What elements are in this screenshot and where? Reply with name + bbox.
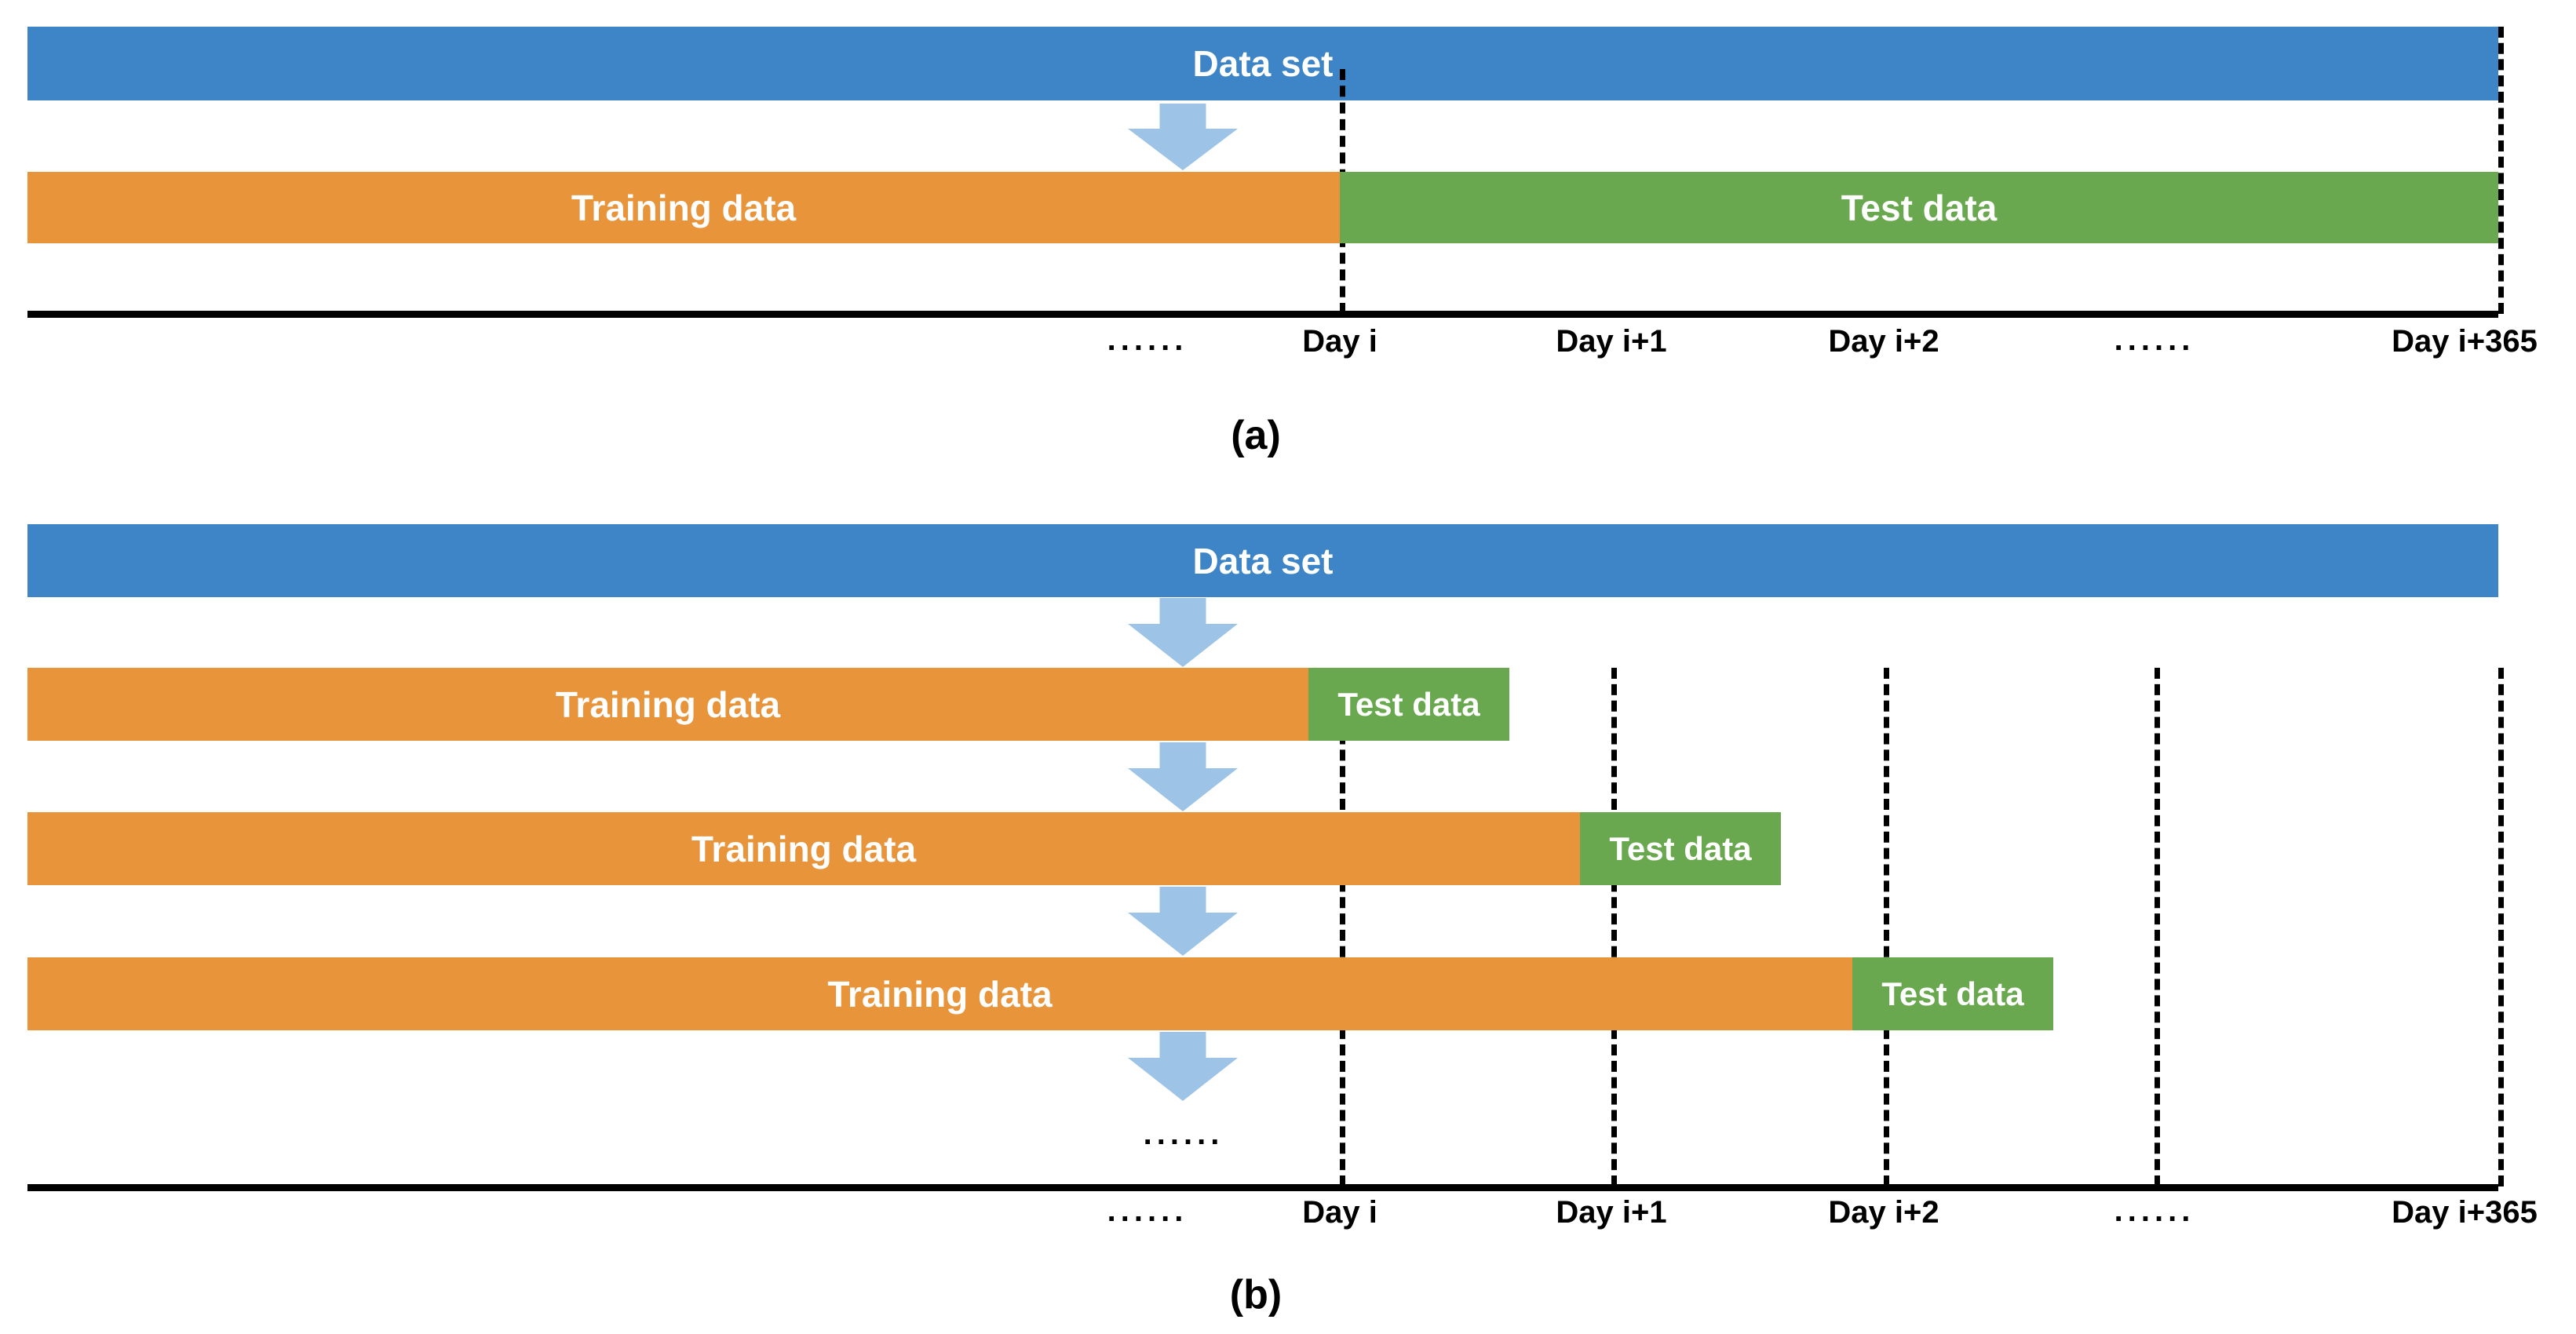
training-data-bar: Training data [27,957,1852,1030]
test-data-bar: Test data [1852,957,2053,1030]
axis-ellipsis: ...... [1107,323,1188,357]
axis-tick-label: Day i+2 [1828,324,1939,359]
axis-tick-label: Day i+2 [1828,1195,1939,1230]
training-data-bar-label: Training data [571,187,797,228]
timeline-divider [2498,27,2504,314]
training-data-bar-label: Training data [827,973,1053,1015]
down-arrow-icon [1128,887,1238,956]
test-data-bar: Test data [1308,668,1509,741]
test-data-bar: Test data [1580,812,1781,885]
test-data-bar-label: Test data [1609,829,1752,867]
axis-tick-label: Day i [1302,324,1377,359]
dataset-bar: Data set [27,524,2498,597]
timeline-axis [27,1184,2498,1191]
down-arrow-icon [1128,598,1238,667]
training-data-bar: Training data [27,812,1580,885]
axis-ellipsis: ...... [2114,1194,2195,1228]
timeline-axis [27,311,2498,318]
sequence-ellipsis: ...... [1143,1117,1224,1151]
training-data-bar: Training data [27,668,1308,741]
axis-tick-label: Day i [1302,1195,1377,1230]
dataset-bar-label: Data set [1192,540,1334,581]
axis-tick-label: Day i+1 [1556,324,1667,359]
dataset-bar-label: Data set [1192,43,1334,84]
axis-ellipsis: ...... [1107,1194,1188,1228]
test-data-bar: Test data [1340,172,2498,243]
panel-caption: (a) [1231,413,1281,458]
timeline-divider [1611,668,1617,1186]
test-data-bar-label: Test data [1841,187,1998,228]
panel-caption: (b) [1229,1272,1283,1318]
dataset-bar: Data set [27,27,2498,100]
timeline-divider [1884,668,1889,1186]
down-arrow-icon [1128,742,1238,811]
timeline-divider [2498,668,2504,1186]
timeline-divider [1340,668,1345,1186]
test-data-bar-label: Test data [1881,975,2024,1012]
down-arrow-icon [1128,104,1238,170]
axis-tick-label: Day i+365 [2392,324,2538,359]
training-data-bar: Training data [27,172,1340,243]
test-data-bar-label: Test data [1337,685,1480,723]
down-arrow-icon [1128,1032,1238,1101]
timeline-divider [2155,668,2160,1186]
axis-ellipsis: ...... [2114,323,2195,357]
training-data-bar-label: Training data [691,828,917,869]
axis-tick-label: Day i+1 [1556,1195,1667,1230]
axis-tick-label: Day i+365 [2392,1195,2538,1230]
training-data-bar-label: Training data [555,683,781,725]
